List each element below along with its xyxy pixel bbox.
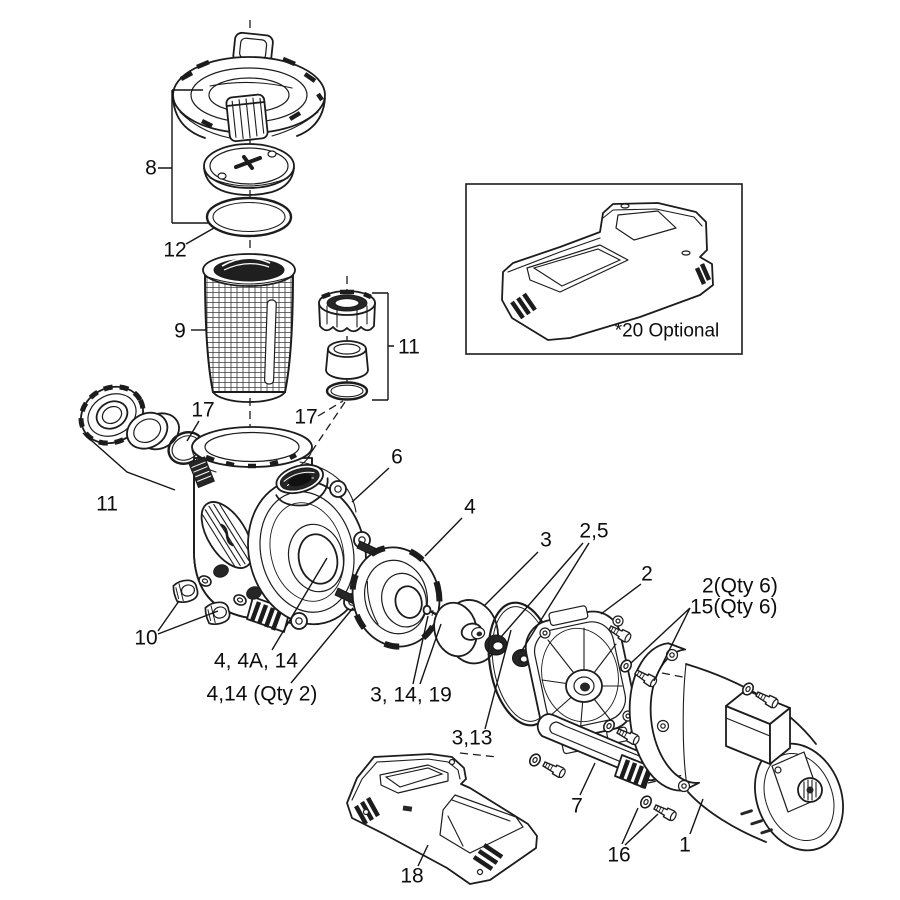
callout-oring-right: 17 bbox=[294, 406, 317, 429]
motor-vents bbox=[740, 809, 773, 835]
callout-pump-body: 6 bbox=[391, 446, 403, 469]
callout-seal-plate-bolts: 2(Qty 6) bbox=[702, 575, 778, 598]
callout-bracket: 7 bbox=[571, 795, 583, 818]
union-tailpiece-right bbox=[325, 340, 369, 380]
strainer-basket bbox=[202, 253, 296, 403]
callout-seal-plate-washers: 15(Qty 6) bbox=[690, 596, 778, 619]
callout-impeller: 3 bbox=[540, 529, 552, 552]
callout-diffuser: 4 bbox=[464, 496, 476, 519]
shaft-seal bbox=[484, 634, 532, 667]
callout-union-left: 11 bbox=[96, 493, 118, 516]
pot-inlet-threads bbox=[188, 456, 215, 489]
callout-shaft-seal: 2,5 bbox=[579, 520, 608, 543]
callout-motor-bolts: 16 bbox=[607, 844, 630, 867]
callout-plate-gasket: 3,13 bbox=[452, 727, 493, 750]
diffuser bbox=[349, 544, 443, 650]
motor-mount-fasteners bbox=[637, 793, 679, 823]
lid-oring bbox=[205, 196, 293, 238]
drain-plugs bbox=[170, 564, 262, 628]
pump-base bbox=[346, 753, 538, 885]
centerlines bbox=[249, 20, 749, 784]
lid-handle-mark bbox=[234, 155, 262, 170]
union-right bbox=[318, 289, 376, 401]
union-oring-right bbox=[325, 381, 369, 401]
callout-basket: 9 bbox=[174, 320, 186, 343]
brand-logo-oval bbox=[200, 501, 254, 569]
optional-base-part bbox=[501, 202, 714, 341]
callout-union-right: 11 bbox=[398, 336, 420, 359]
motor-conduit-box bbox=[725, 689, 791, 765]
callout-motor: 1 bbox=[679, 834, 691, 857]
optional-base-box: *20 Optional bbox=[465, 183, 743, 355]
impeller bbox=[433, 599, 499, 665]
lock-ring bbox=[172, 31, 326, 143]
pump-lid bbox=[203, 143, 295, 196]
motor bbox=[628, 642, 844, 852]
motor-rear-switch bbox=[771, 751, 823, 813]
callout-drain-plugs: 10 bbox=[134, 627, 157, 650]
union-left bbox=[78, 384, 205, 465]
pump-body-volute bbox=[247, 461, 371, 630]
callout-diffuser-screws: 4,14 (Qty 2) bbox=[207, 683, 318, 706]
callout-diffuser-hardware: 4, 4A, 14 bbox=[214, 650, 298, 673]
callout-oring-left: 17 bbox=[191, 399, 214, 422]
callouts: 8 12 9 11 17 17 11 6 4 3 2,5 2 2(Qty 6) … bbox=[82, 89, 778, 888]
union-tailpiece-left bbox=[126, 411, 180, 451]
discharge-port bbox=[275, 463, 329, 507]
callout-optional-base-label: *20 Optional bbox=[615, 321, 720, 342]
callout-lid-assembly: 8 bbox=[145, 157, 157, 180]
callout-impeller-hardware: 3, 14, 19 bbox=[370, 684, 452, 707]
callout-base: 18 bbox=[400, 865, 423, 888]
callout-lid-oring: 12 bbox=[163, 239, 186, 262]
callout-seal-plate: 2 bbox=[641, 563, 653, 586]
